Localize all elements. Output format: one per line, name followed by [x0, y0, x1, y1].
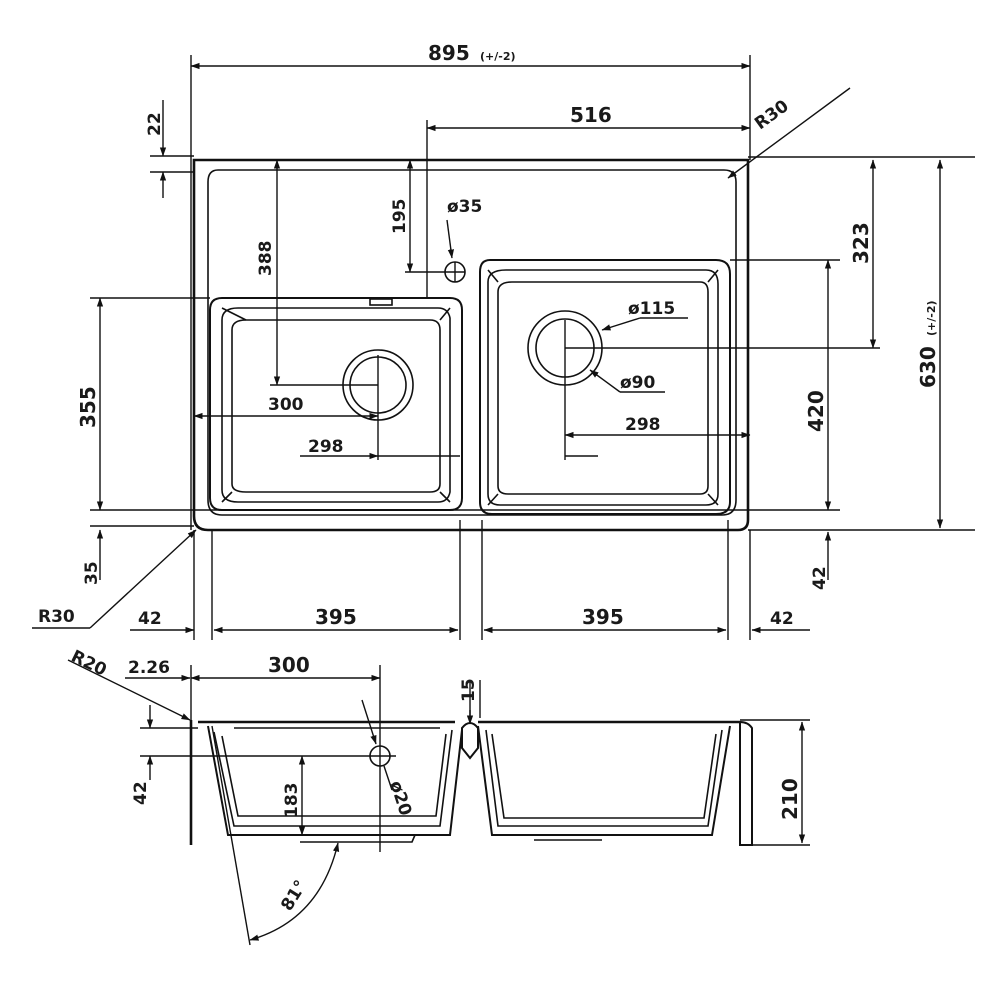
dim-rim-offset: 2.26 [125, 658, 191, 682]
side-margin-left-label: 42 [138, 609, 162, 629]
dim-bowl-height: 210 [778, 721, 806, 844]
divider-width-label: 15 [459, 678, 479, 702]
dim-radius-top-right: R30 [727, 87, 851, 179]
dim-right-drain-from-top: 323 [849, 159, 877, 349]
dim-right-bowl-depth: 420 [804, 259, 832, 511]
dim-overall-depth: 630 (+/-2) [916, 159, 944, 529]
dim-side-margin-left: 42 [130, 609, 195, 634]
overall-width-label: 895 [428, 41, 470, 65]
left-width-to-drain-label: 300 [268, 395, 304, 415]
dim-right-bowl-offset: 516 [426, 103, 751, 132]
bowl-height-label: 210 [778, 778, 802, 820]
section-drain-icon [364, 740, 396, 852]
overall-depth-tolerance: (+/-2) [925, 300, 938, 336]
dim-tap-hole-diameter: ø35 [446, 197, 482, 259]
section-drain-diameter-label: ø20 [385, 778, 415, 818]
overall-depth-label: 630 [916, 346, 940, 388]
rear-margin-left-label: 35 [82, 561, 102, 585]
dim-tap-hole-offset: 195 [390, 159, 445, 273]
left-bowl [209, 297, 463, 511]
right-bowl-offset-label: 516 [570, 103, 612, 127]
dim-left-bowl-width: 395 [213, 605, 459, 634]
dim-rear-margin-right: 42 [810, 531, 832, 590]
dim-front-rim: 22 [145, 100, 167, 198]
drain-outer-diameter-label: ø115 [628, 299, 675, 319]
dim-drain-inner: ø90 [589, 369, 665, 393]
side-margin-right-label: 42 [770, 609, 794, 629]
right-drain-from-top-label: 323 [849, 222, 873, 264]
drain-height-label: 183 [282, 783, 302, 819]
dim-left-bowl-depth: 355 [76, 297, 104, 511]
dim-section-drain-distance: 300 [190, 653, 381, 682]
dim-side-margin-right: 42 [751, 609, 810, 634]
section-drain-distance-label: 300 [268, 653, 310, 677]
section-radius-label: R20 [68, 647, 110, 681]
left-drain-offset-label: 298 [308, 437, 344, 457]
left-drain-from-top-label: 388 [256, 241, 276, 277]
wall-angle-label: 81° [277, 877, 311, 915]
dim-drain-outer: ø115 [601, 299, 688, 331]
right-bowl-width-label: 395 [582, 605, 624, 629]
plan-view: 895 (+/-2) 516 R30 22 195 ø35 [32, 41, 975, 640]
dim-right-bowl-width: 395 [483, 605, 727, 634]
dim-left-drain-from-top: 388 [256, 159, 378, 386]
right-drain-offset-label: 298 [625, 415, 661, 435]
front-rim-label: 22 [145, 112, 165, 136]
right-bowl [479, 259, 731, 515]
radius-bottom-left-label: R30 [38, 607, 75, 627]
rear-margin-right-label: 42 [810, 566, 830, 590]
left-bowl-depth-label: 355 [76, 386, 100, 428]
dim-radius-bottom-left: R30 [32, 529, 197, 629]
dim-divider-width: 15 [459, 678, 479, 725]
section-view: R20 2.26 300 15 42 183 [67, 647, 810, 946]
tap-hole-diameter-label: ø35 [447, 197, 482, 217]
rim-height-label: 42 [131, 781, 151, 805]
section-profile [189, 720, 753, 846]
dim-left-drain-offset: 298 [300, 437, 460, 460]
overall-width-tolerance: (+/-2) [480, 50, 516, 63]
dim-overall-width: 895 (+/-2) [190, 41, 751, 70]
left-bowl-width-label: 395 [315, 605, 357, 629]
dim-left-width-to-drain: 300 [193, 395, 379, 420]
drain-inner-diameter-label: ø90 [620, 373, 656, 393]
tap-hole-offset-label: 195 [390, 199, 410, 235]
overflow-slot-icon [369, 298, 393, 306]
right-bowl-depth-label: 420 [804, 390, 828, 432]
dim-rear-margin-left: 35 [82, 529, 104, 585]
dim-drain-height: 183 [282, 755, 306, 836]
radius-top-right-label: R30 [751, 96, 793, 134]
rim-offset-label: 2.26 [128, 658, 170, 678]
dim-rim-height: 42 [131, 705, 154, 805]
dim-right-drain-offset: 298 [564, 415, 751, 457]
